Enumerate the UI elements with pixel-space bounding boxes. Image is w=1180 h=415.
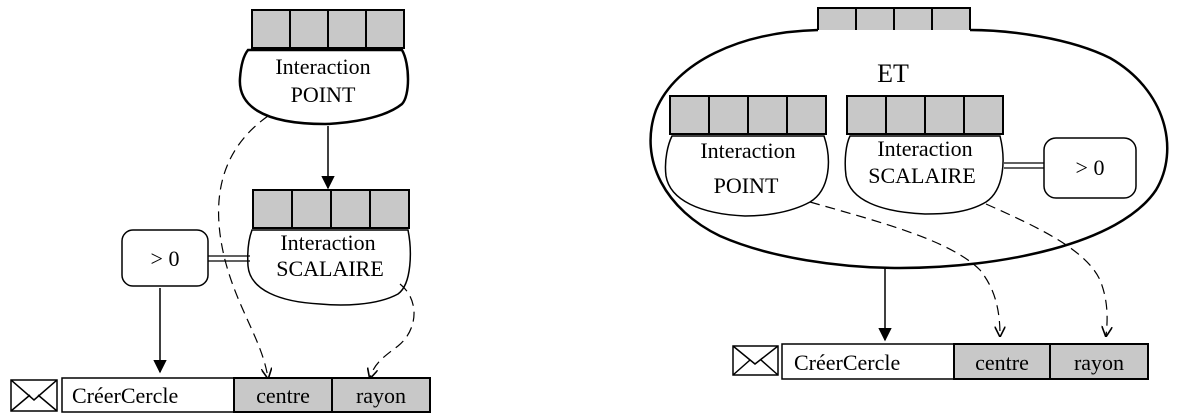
right-diagram: ET Interaction POINT Interaction SC [649,7,1169,380]
right-scalaire-node: Interaction SCALAIRE [844,95,1004,215]
right-scalaire-to-rayon-flow [985,203,1107,336]
right-param-rayon: rayon [1074,350,1124,375]
left-scalaire-node: Interaction SCALAIRE [247,189,412,306]
right-scalaire-ellipse [844,135,1004,215]
right-param-centre-box [953,343,1051,380]
port-cell [963,95,1004,135]
port-cell [885,95,926,135]
port-cell [252,189,293,229]
port-cell [846,95,887,135]
right-param-centre: centre [975,350,1029,375]
left-param-centre: centre [256,383,310,408]
left-point-port-bar [251,9,405,49]
port-cell [291,189,332,229]
left-param-rayon: rayon [356,383,406,408]
left-scalaire-ellipse [247,229,412,306]
left-constraint: > 0 [121,229,209,287]
port-cell [747,95,788,135]
port-cell [251,9,291,49]
left-diagram: Interaction POINT Interaction SCALAIRE >… [10,9,431,413]
envelope-icon [732,345,779,376]
port-cell [924,95,965,135]
left-point-label-1: Interaction [275,54,370,79]
left-point-to-centre-flow [217,115,268,378]
right-scalaire-port-bar [846,95,1004,135]
left-scalaire-to-rayon-flow [370,283,415,378]
left-scalaire-port-bar [252,189,410,229]
right-point-port-bar [669,95,827,135]
right-et-label: ET [877,59,909,88]
right-point-node: Interaction POINT [664,95,830,217]
right-scalaire-label-2: SCALAIRE [868,163,976,188]
right-constraint: > 0 [1043,137,1137,199]
left-action-name-box [61,377,235,413]
port-cell [786,95,827,135]
right-param-rayon-box [1049,343,1149,380]
right-action-row: CréerCercle centre rayon [732,343,1149,380]
right-point-to-centre-flow [809,201,1000,336]
right-point-label-2: POINT [714,173,779,198]
envelope-icon [10,379,58,412]
port-cell [708,95,749,135]
left-point-ellipse [238,48,410,126]
right-point-ellipse [664,135,830,217]
left-constraint-label: > 0 [151,246,180,271]
left-scalaire-label-2: SCALAIRE [276,256,384,281]
port-cell [669,95,710,135]
left-point-node: Interaction POINT [238,9,410,126]
right-point-label-1: Interaction [700,138,795,163]
port-cell [330,189,371,229]
left-point-label-2: POINT [291,82,356,107]
right-constraint-label: > 0 [1076,155,1105,180]
right-action-name: CréerCercle [794,350,900,375]
left-param-centre-box [233,377,333,413]
left-scalaire-label-1: Interaction [280,230,375,255]
right-scalaire-label-1: Interaction [877,136,972,161]
port-cell [327,9,367,49]
left-action-name: CréerCercle [72,383,178,408]
left-action-row: CréerCercle centre rayon [10,377,431,413]
left-param-rayon-box [331,377,431,413]
port-cell [289,9,329,49]
port-cell [365,9,405,49]
port-cell [369,189,410,229]
left-constraint-box [121,229,209,287]
